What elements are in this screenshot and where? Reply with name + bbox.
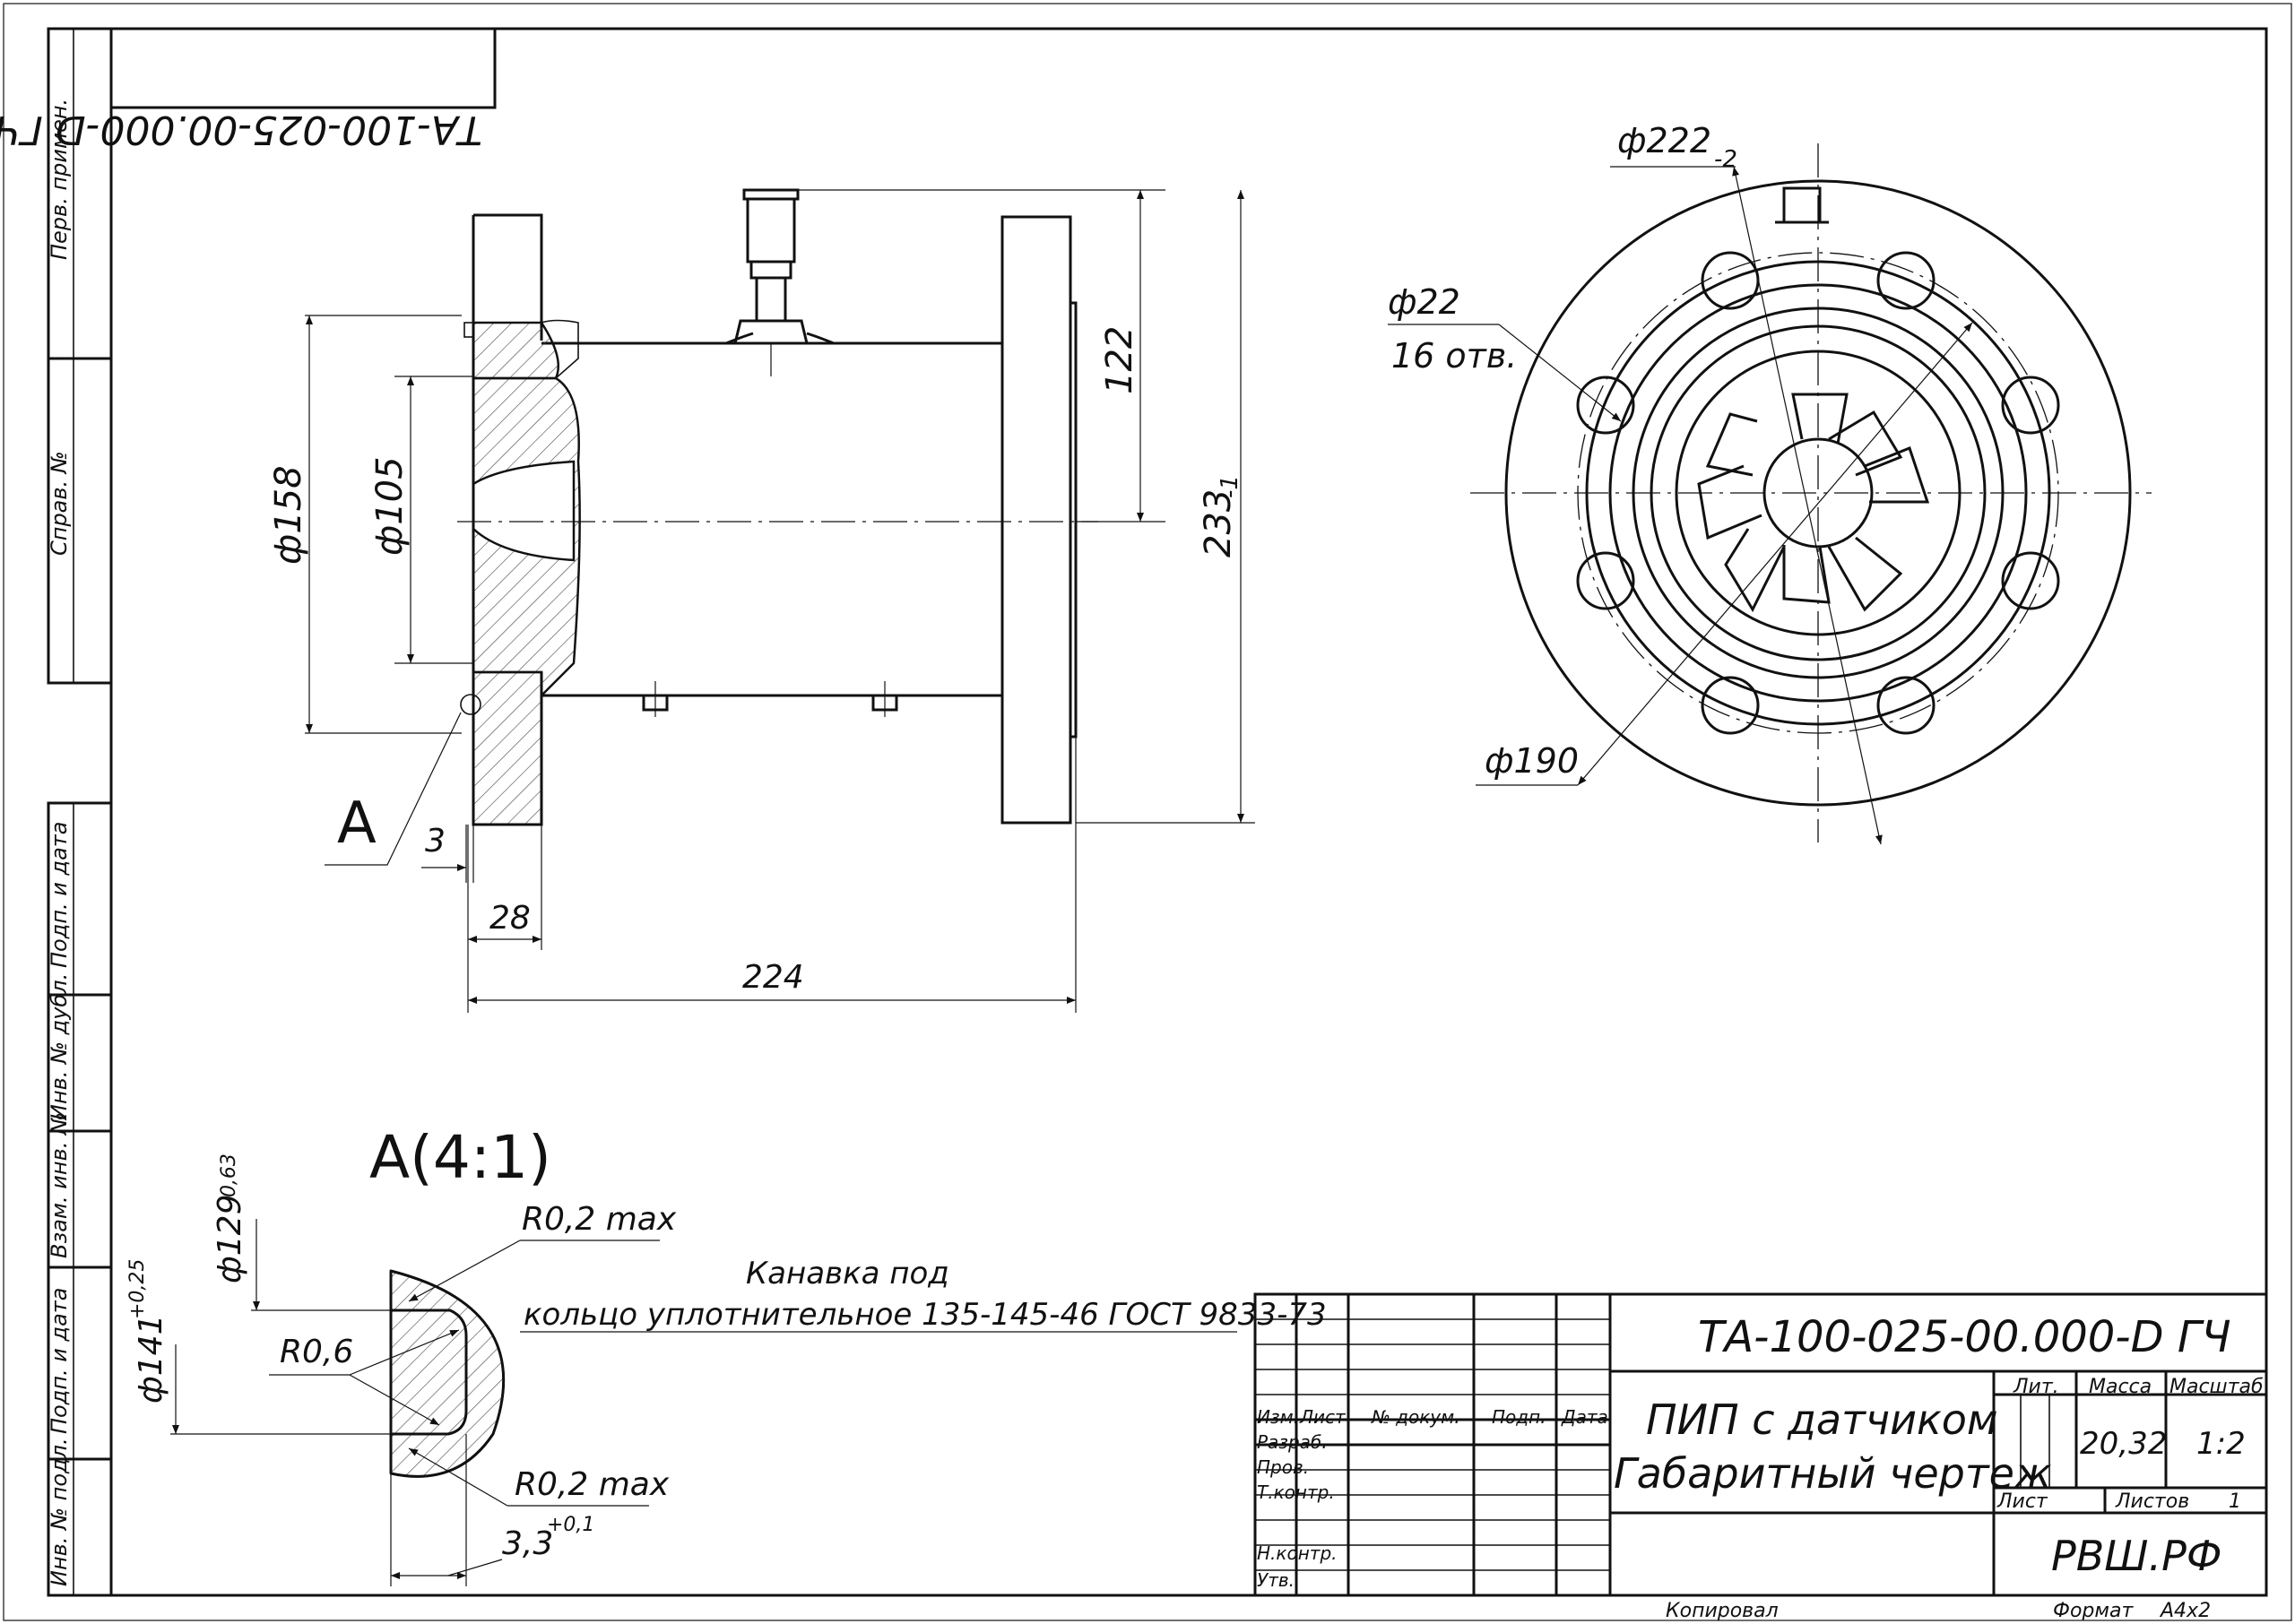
kopiroval: Копировал xyxy=(1666,1600,1779,1622)
designation-mirrored-text: ТА-100-025-00.000-D ГЧ xyxy=(0,107,482,152)
label-vzam-inv: Взам. инв. № xyxy=(47,1112,72,1258)
d141: ф141 xyxy=(133,1315,169,1404)
dim-d105: ф105 xyxy=(369,456,411,556)
tb-col-data: Дата xyxy=(1561,1406,1608,1428)
tb-col-list: Лист xyxy=(1299,1406,1347,1428)
tb-massa: Масса xyxy=(2089,1376,2152,1398)
tb-listov-label: Листов xyxy=(2115,1490,2189,1513)
d129: ф129 xyxy=(212,1195,248,1284)
dimensions-front: ф222 -2 ф22 16 отв. ф190 xyxy=(1388,121,1973,845)
tb-doc-number: ТА-100-025-00.000-D ГЧ xyxy=(1698,1312,2231,1362)
tb-utv: Утв. xyxy=(1257,1569,1295,1591)
tb-masshtab: Масштаб xyxy=(2169,1376,2264,1398)
side-view: ф158 ф105 122 233 -1 3 28 xyxy=(268,188,1255,1013)
label-podp-data-2: Подп. и дата xyxy=(47,1288,72,1435)
tb-mass-value: 20,32 xyxy=(2080,1426,2167,1462)
front-view: ф222 -2 ф22 16 отв. ф190 xyxy=(1388,121,2152,845)
title-block: ТА-100-025-00.000-D ГЧ ПИП с датчиком Га… xyxy=(1253,1292,2268,1597)
dim-28: 28 xyxy=(489,900,531,937)
r06: R0,6 xyxy=(280,1334,353,1370)
impeller xyxy=(1697,393,1930,613)
tb-listov-value: 1 xyxy=(2229,1490,2241,1513)
left-strip: Перв. примен. Справ. № Подп. и дата Инв.… xyxy=(47,27,113,1597)
d129-tol: -0,63 xyxy=(218,1153,240,1205)
tb-name-line2: Габаритный чертеж xyxy=(1614,1449,2052,1498)
tb-nkontr: Н.контр. xyxy=(1257,1542,1338,1564)
dim-122: 122 xyxy=(1099,326,1140,394)
r02-bottom: R0,2 max xyxy=(515,1466,670,1503)
format-value: А4x2 xyxy=(2159,1600,2211,1622)
dim-33-tol: +0,1 xyxy=(547,1514,594,1536)
tb-name-line1: ПИП с датчиком xyxy=(1646,1395,1998,1444)
note-line1: Канавка под xyxy=(746,1256,949,1291)
label-inv-podl: Инв. № подл. xyxy=(47,1438,72,1586)
label-inv-dubl: Инв. № дубл. xyxy=(47,973,72,1120)
tb-list-label: Лист xyxy=(1996,1490,2048,1513)
mirrored-designation: ТА-100-025-00.000-D ГЧ xyxy=(0,27,497,152)
d141-tol: +0,25 xyxy=(126,1259,149,1319)
tb-col-izm: Изм. xyxy=(1257,1406,1299,1428)
label-podp-data-1: Подп. и дата xyxy=(47,822,72,969)
callout-A: А xyxy=(337,790,377,857)
detail-a: А(4:1) R0,2 max R0,6 R0,2 max ф129 -0,63… xyxy=(126,1123,1327,1586)
r02-top: R0,2 max xyxy=(522,1201,677,1238)
label-perv-primen: Перв. примен. xyxy=(47,99,72,260)
tb-col-doc: № докум. xyxy=(1371,1406,1460,1428)
dim-233-tol: -1 xyxy=(1217,475,1243,498)
label-sprav-no: Справ. № xyxy=(47,451,72,556)
tb-tkontr: Т.контр. xyxy=(1257,1481,1335,1503)
tb-org: РВШ.РФ xyxy=(2051,1532,2221,1580)
dim-d190: ф190 xyxy=(1485,741,1579,781)
holes-count: 16 отв. xyxy=(1391,336,1517,376)
dim-d222: ф222 xyxy=(1617,121,1711,160)
tb-lit: Лит. xyxy=(2013,1376,2059,1398)
note-line2: кольцо уплотнительное 135-145-46 ГОСТ 98… xyxy=(524,1297,1327,1333)
detail-title: А(4:1) xyxy=(369,1123,551,1192)
tb-razrab: Разраб. xyxy=(1257,1431,1328,1453)
format-label: Формат xyxy=(2053,1600,2134,1622)
dim-3: 3 xyxy=(425,823,446,860)
dim-33: 3,3 xyxy=(502,1525,553,1562)
dim-233: 233 xyxy=(1198,489,1239,557)
dim-d158: ф158 xyxy=(268,465,309,565)
dim-d22: ф22 xyxy=(1388,282,1460,322)
dim-d222-tol: -2 xyxy=(1714,146,1737,173)
dim-224: 224 xyxy=(742,959,804,996)
tb-col-podp: Подп. xyxy=(1492,1406,1546,1428)
dimensions-side: ф158 ф105 122 233 -1 3 28 xyxy=(268,189,1255,1013)
tb-prov: Пров. xyxy=(1257,1456,1309,1478)
tb-scale-value: 1:2 xyxy=(2196,1426,2246,1462)
